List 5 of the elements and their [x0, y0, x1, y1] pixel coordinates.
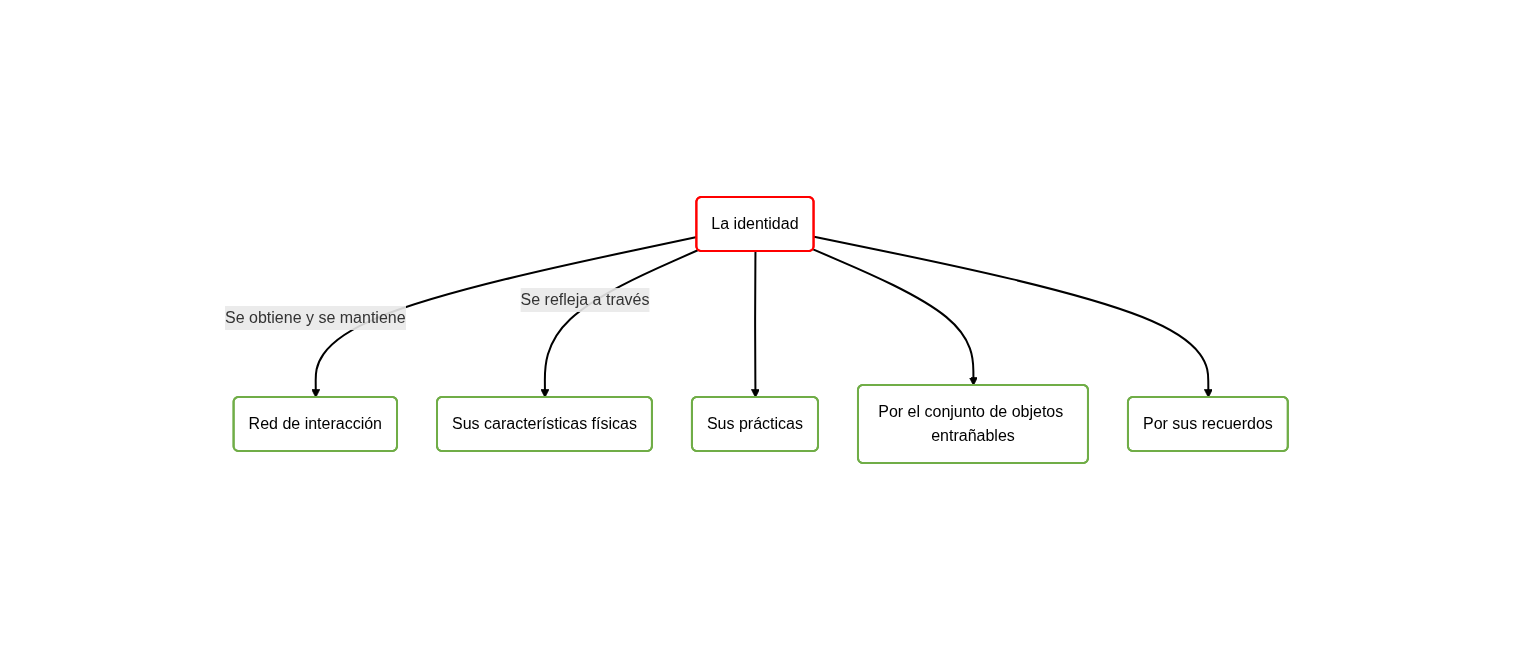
arrow [813, 235, 1213, 398]
edge-label: Se refleja a través [520, 290, 650, 308]
edge-label: Se obtiene y se mantiene [225, 308, 406, 326]
arrow [751, 250, 760, 398]
arrow [812, 247, 978, 386]
